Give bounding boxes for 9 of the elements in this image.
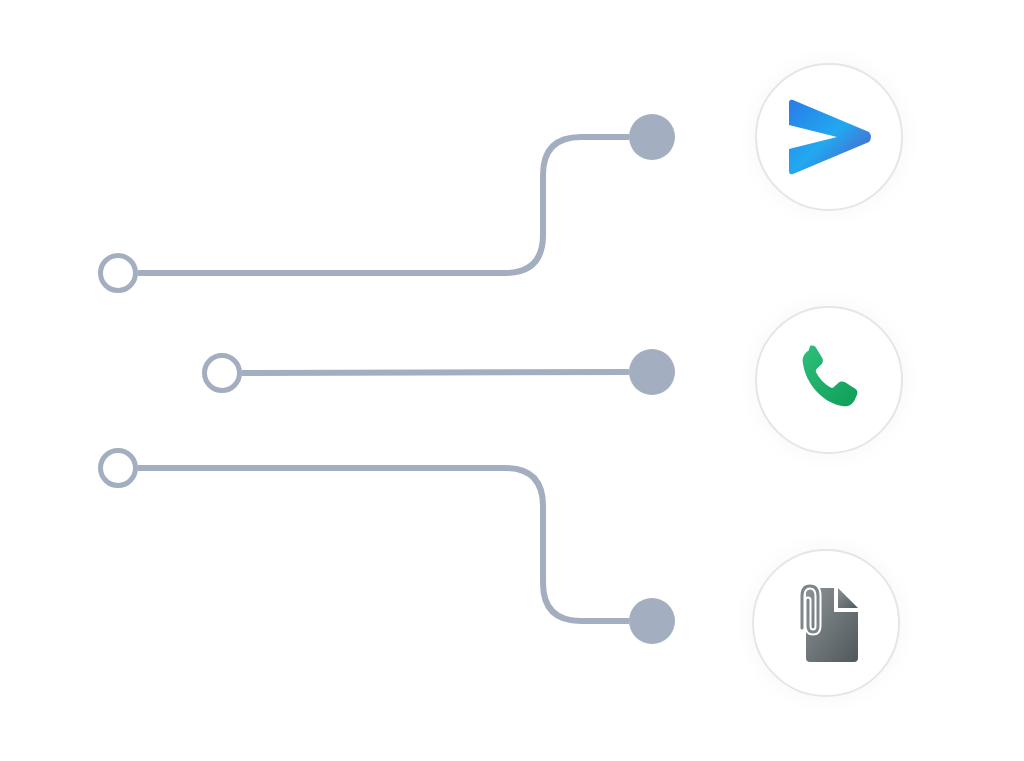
connector-line	[138, 465, 629, 624]
connector-line	[138, 134, 629, 276]
filled-dot-terminal	[629, 598, 675, 644]
filled-dot-terminal	[629, 114, 675, 160]
filled-dot-terminal	[629, 349, 675, 395]
connector-line	[242, 369, 629, 376]
hollow-circle-terminal	[202, 353, 242, 393]
hollow-circle-terminal	[98, 253, 138, 293]
hollow-circle-terminal	[98, 448, 138, 488]
